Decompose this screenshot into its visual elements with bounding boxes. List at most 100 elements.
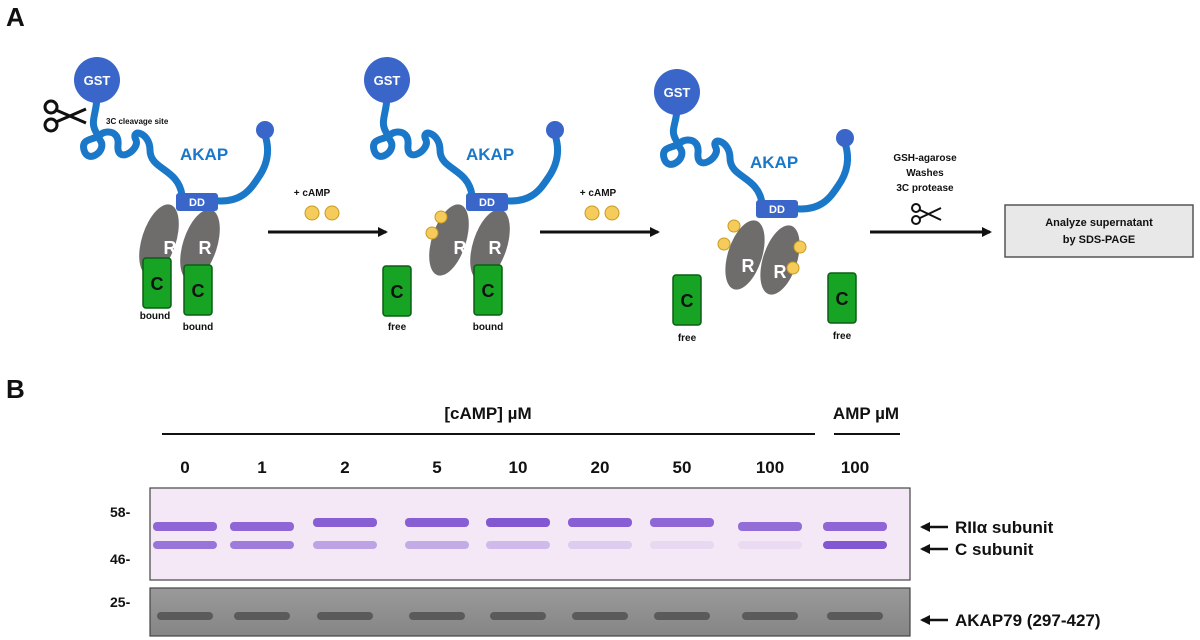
camp-icon [324, 205, 340, 221]
akap-anchor-3 [836, 129, 854, 147]
complex-1: GST 3C cleavage site AKAP R R DD C C bou… [43, 57, 274, 333]
dd-label: DD [189, 197, 205, 209]
scissors-icon [43, 99, 87, 133]
complex-3: GST AKAP R R DD C C free free [654, 69, 857, 344]
r-subunit [180, 209, 220, 281]
akap79-band [409, 612, 465, 620]
c-band [486, 541, 550, 549]
r-subunit [725, 220, 765, 290]
akap79-band [157, 612, 213, 620]
akap79-band [742, 612, 798, 620]
r-label: R [774, 262, 787, 282]
r-subunit [760, 225, 800, 295]
akap-label: AKAP [466, 145, 514, 164]
r-subunit [470, 209, 510, 281]
akap-chain-1 [80, 94, 199, 209]
panel-a-letter: A [6, 2, 25, 32]
dd-domain [466, 193, 508, 211]
concentration-label: 1 [257, 458, 266, 477]
complex-2: GST AKAP R R DD C C free bound [364, 57, 564, 333]
c-band [823, 541, 887, 549]
c-band [230, 541, 294, 549]
panel-b-letter: B [6, 374, 25, 404]
step-3c-protease: 3C protease [896, 183, 954, 194]
r-subunit [429, 204, 469, 276]
akap-bands [157, 612, 883, 620]
amp-header: AMP µM [833, 404, 899, 423]
camp-icon [727, 219, 741, 233]
concentration-label: 2 [340, 458, 349, 477]
concentration-label: 20 [591, 458, 610, 477]
c-label: C [192, 281, 205, 301]
state-bound: bound [183, 322, 214, 333]
result-line-1: Analyze supernatant [1045, 217, 1153, 229]
concentration-label: 10 [509, 458, 528, 477]
state-bound: bound [140, 311, 171, 322]
akap-tail-3 [786, 139, 852, 213]
rii-band-label: RIIα subunit [955, 518, 1054, 537]
camp-icon [304, 205, 320, 221]
akap79-band [234, 612, 290, 620]
camp-icon [434, 210, 448, 224]
c-subunit [672, 274, 702, 326]
concentration-label: 100 [756, 458, 784, 477]
dd-domain [176, 193, 218, 211]
camp-icon [425, 226, 439, 240]
akap79-band [490, 612, 546, 620]
akap79-band [317, 612, 373, 620]
dd-label: DD [479, 197, 495, 209]
step-gsh-agarose: GSH-agarose [893, 153, 957, 164]
gst-label: GST [84, 73, 111, 88]
rii-band [486, 518, 550, 527]
camp-icon [793, 240, 807, 254]
c-band [405, 541, 469, 549]
concentration-label: 5 [432, 458, 441, 477]
rii-band [568, 518, 632, 527]
r-label: R [489, 238, 502, 258]
akap-label: AKAP [750, 153, 798, 172]
c-band [738, 541, 802, 549]
mw-marker-58: 58- [110, 504, 131, 520]
c-subunit [473, 264, 503, 316]
camp-icon [717, 237, 731, 251]
c-subunit [382, 265, 412, 317]
c-band [313, 541, 377, 549]
state-free: free [678, 333, 697, 344]
akap-tail-2 [496, 131, 562, 205]
rii-band [650, 518, 714, 527]
akap-chain-2 [370, 94, 489, 209]
rii-band [738, 522, 802, 531]
result-box [1004, 204, 1194, 258]
scissors-icon [911, 203, 942, 225]
camp-icon [604, 205, 620, 221]
final-step: GSH-agarose Washes 3C protease Analyze s… [870, 153, 1194, 258]
rii-band [230, 522, 294, 531]
rii-band [313, 518, 377, 527]
akap79-band-label: AKAP79 (297-427) [955, 611, 1101, 630]
r-label: R [199, 238, 212, 258]
state-free: free [388, 322, 407, 333]
step-arrow-1: + cAMP [268, 188, 388, 237]
coomassie-gel [149, 487, 911, 581]
c-label: C [391, 282, 404, 302]
akap-tail-1 [206, 131, 272, 205]
c-subunit [827, 272, 857, 324]
mw-marker-46: 46- [110, 551, 131, 567]
state-bound: bound [473, 322, 504, 333]
c-band [650, 541, 714, 549]
c-band-label: C subunit [955, 540, 1034, 559]
state-free: free [833, 331, 852, 342]
dd-label: DD [769, 204, 785, 216]
rii-band [153, 522, 217, 531]
gst-domain-2 [364, 57, 410, 103]
akap-label: AKAP [180, 145, 228, 164]
akap79-band [827, 612, 883, 620]
akap-anchor-2 [546, 121, 564, 139]
c-band [153, 541, 217, 549]
akap-chain-3 [660, 106, 779, 217]
step-label: + cAMP [294, 188, 331, 199]
r-label: R [164, 238, 177, 258]
step-arrow-2: + cAMP [540, 188, 660, 237]
